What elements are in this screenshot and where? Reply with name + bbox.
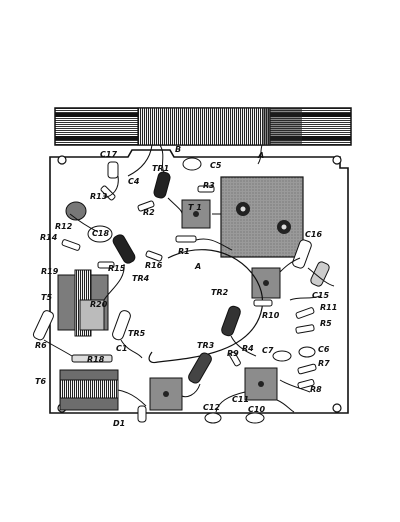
label-c4: C4 bbox=[128, 177, 140, 186]
label-r20: R20 bbox=[90, 300, 108, 309]
label-r3: R3 bbox=[203, 181, 215, 190]
transistor-tr2 bbox=[221, 305, 241, 337]
resistor-r18 bbox=[71, 354, 113, 363]
resistor-r3 bbox=[197, 185, 215, 193]
label-r15: R15 bbox=[108, 264, 126, 273]
capacitor-c5 bbox=[182, 157, 202, 171]
capacitor-c15 bbox=[310, 261, 330, 287]
label-c5: C5 bbox=[210, 161, 222, 170]
label-r2: R2 bbox=[143, 208, 155, 217]
label-tr3: TR3 bbox=[197, 341, 215, 350]
label-tr5: TR5 bbox=[128, 329, 146, 338]
resistor-r13 bbox=[100, 185, 116, 201]
capacitor-c7 bbox=[272, 350, 292, 362]
label-d1: D1 bbox=[113, 419, 126, 428]
label-r7: R7 bbox=[318, 359, 330, 368]
resistor-r14 bbox=[61, 239, 81, 251]
board-division-line bbox=[148, 249, 264, 364]
label-c10: C10 bbox=[248, 405, 266, 414]
label-c15: C15 bbox=[312, 291, 330, 300]
resistor-r2 bbox=[137, 200, 155, 212]
label-r16: R16 bbox=[145, 261, 163, 270]
resistor-r16 bbox=[145, 250, 163, 262]
label-a-board: A bbox=[195, 262, 202, 271]
capacitor-c17 bbox=[107, 161, 119, 179]
ferrite-rod-antenna bbox=[54, 107, 352, 146]
transistor-tr1 bbox=[153, 171, 171, 199]
label-t6: T6 bbox=[35, 377, 47, 386]
label-a-rod: A bbox=[258, 151, 265, 160]
label-r19: R19 bbox=[41, 267, 59, 276]
label-r11: R11 bbox=[320, 303, 338, 312]
tuning-capacitor bbox=[220, 176, 304, 258]
label-c7: C7 bbox=[262, 346, 274, 355]
wiring bbox=[43, 144, 335, 413]
label-c1: C1 bbox=[116, 344, 128, 353]
if-transformer-bottom bbox=[149, 377, 183, 411]
capacitor-c6 bbox=[298, 346, 316, 358]
resistor-r6 bbox=[229, 351, 241, 367]
label-r12: R12 bbox=[55, 222, 73, 231]
resistor-r8 bbox=[297, 378, 315, 390]
transistor-tr3 bbox=[188, 352, 212, 384]
capacitor-c-left bbox=[32, 310, 54, 341]
label-r8: R8 bbox=[310, 385, 322, 394]
label-c12: C12 bbox=[203, 403, 221, 412]
label-t5: T5 bbox=[41, 293, 53, 302]
if-transformer-right bbox=[251, 267, 281, 299]
capacitor-c12 bbox=[204, 412, 222, 424]
label-r18: R18 bbox=[87, 355, 105, 364]
capacitor-c10 bbox=[245, 412, 265, 424]
label-b: B bbox=[175, 145, 182, 154]
label-tr4: TR4 bbox=[132, 274, 150, 283]
label-tr2: TR2 bbox=[211, 288, 229, 297]
label-t1: T 1 bbox=[188, 203, 202, 212]
resistor-r1 bbox=[175, 235, 197, 243]
label-r4: R4 bbox=[242, 344, 254, 353]
label-r14: R14 bbox=[40, 233, 58, 242]
resistor-r11 bbox=[295, 307, 315, 319]
resistor-r10 bbox=[253, 299, 273, 307]
label-r13: R13 bbox=[90, 192, 108, 201]
label-c6: C6 bbox=[318, 345, 330, 354]
capacitor-r12-disc bbox=[65, 201, 87, 221]
transformer-t5 bbox=[57, 269, 109, 337]
transistor-tr4 bbox=[112, 234, 136, 264]
label-r5: R5 bbox=[320, 319, 332, 328]
label-c11: C11 bbox=[232, 395, 250, 404]
label-tr1: TR1 bbox=[152, 164, 170, 173]
label-c16: C16 bbox=[305, 230, 323, 239]
label-c18: C18 bbox=[92, 229, 110, 238]
label-r10: R10 bbox=[262, 311, 280, 320]
resistor-r15 bbox=[97, 261, 115, 269]
if-transformer-bottom-right bbox=[244, 367, 278, 401]
resistor-r5 bbox=[295, 324, 315, 334]
label-c17: C17 bbox=[100, 150, 118, 159]
label-r1: R1 bbox=[178, 247, 190, 256]
diode-d1 bbox=[137, 405, 147, 423]
transistor-tr5 bbox=[112, 310, 131, 341]
capacitor-c16 bbox=[292, 239, 312, 269]
label-r6-left: R6 bbox=[35, 341, 47, 350]
transformer-t6 bbox=[59, 369, 119, 411]
label-r9: R9 bbox=[227, 349, 239, 358]
resistor-r7 bbox=[297, 363, 317, 375]
